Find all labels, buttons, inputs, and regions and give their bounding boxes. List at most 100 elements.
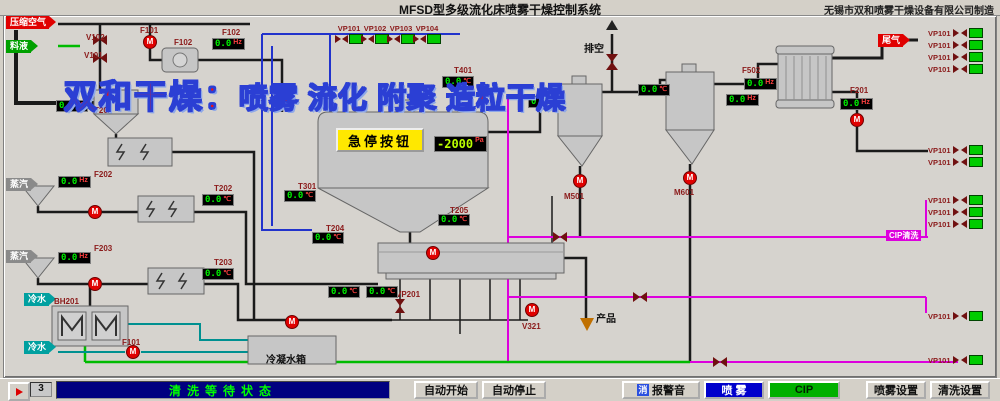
valve-icon <box>387 35 393 43</box>
valve-VP101[interactable]: VP101 <box>928 195 983 205</box>
value-display: 0.0℃ <box>202 268 235 280</box>
mute-alarm-button[interactable]: 消报警音 <box>622 381 700 399</box>
equipment-tag: F101 <box>140 26 159 35</box>
equipment-tag: M601 <box>674 188 695 197</box>
valve-icon <box>960 356 967 364</box>
cip-button[interactable]: CIP <box>768 381 840 399</box>
valve-icon <box>952 220 959 228</box>
pump-motor[interactable]: M <box>126 345 140 359</box>
value-display: 0.0℃ <box>638 84 671 96</box>
pump-motor[interactable]: M <box>143 35 157 49</box>
auto-start-button[interactable]: 自动开始 <box>414 381 478 399</box>
valve-icon <box>952 53 959 61</box>
valve-state-indicator <box>968 40 983 50</box>
equipment-tag: F502 <box>742 66 761 75</box>
valve-VP101[interactable]: VP101 <box>928 52 983 62</box>
valve-VP101[interactable]: VP101 <box>928 311 983 321</box>
emergency-stop-button[interactable]: 急停按钮 <box>336 128 424 152</box>
pump-motor[interactable]: M <box>88 277 102 291</box>
material-flag: 冷水 <box>24 341 57 354</box>
alarm-flag-icon <box>15 387 23 396</box>
equipment-tag: V321 <box>522 322 541 331</box>
valve-VP101[interactable]: VP101 <box>928 207 983 217</box>
material-flag: 料液 <box>6 40 39 53</box>
valve-icon <box>394 35 400 43</box>
auto-stop-button[interactable]: 自动停止 <box>482 381 546 399</box>
heater-1 <box>107 137 173 167</box>
valve-VP101[interactable]: VP101 <box>928 28 983 38</box>
valve-VP101[interactable]: VP101 <box>928 40 983 50</box>
valve-icon <box>960 158 967 166</box>
valve-state-indicator <box>968 64 983 74</box>
value-display: 0.0℃ <box>284 190 317 202</box>
value-display: 0.0℃ <box>312 232 345 244</box>
alarm-indicator-button[interactable] <box>8 382 30 401</box>
equipment-tag: BH201 <box>54 297 79 306</box>
equipment-tag: F203 <box>94 244 113 253</box>
equipment-tag: VP201 <box>396 290 421 299</box>
equipment-tag: T204 <box>326 224 345 233</box>
valve-icon <box>952 29 959 37</box>
pump-motor[interactable]: M <box>525 303 539 317</box>
valve-VP101[interactable]: VP101 <box>928 219 983 229</box>
material-flag: 冷水 <box>24 293 57 306</box>
equipment-tag: M501 <box>564 192 585 201</box>
pump-motor[interactable]: M <box>285 315 299 329</box>
valve-VP104[interactable]: VP104 <box>412 24 442 44</box>
spray-settings-button[interactable]: 喷雾设置 <box>866 381 926 399</box>
pump-motor[interactable]: M <box>88 205 102 219</box>
material-flag: 蒸汽 <box>6 178 39 191</box>
valve-icon <box>952 158 959 166</box>
diagram-label: CIP清洗 <box>886 230 922 241</box>
equipment-tag: F202 <box>94 170 113 179</box>
status-bar: 清洗等待状态 <box>56 381 390 399</box>
pump-motor[interactable]: M <box>573 174 587 188</box>
valve-icon <box>342 35 348 43</box>
valve-icon <box>960 220 967 228</box>
pump-motor[interactable]: M <box>683 171 697 185</box>
cyclone-1 <box>556 75 603 167</box>
pump-motor[interactable]: M <box>850 113 864 127</box>
diagram-label: 冷凝水箱 <box>266 355 306 366</box>
spray-button[interactable]: 喷 雾 <box>704 381 764 399</box>
valve-state-indicator <box>968 52 983 62</box>
valve-icon <box>335 35 341 43</box>
valve-icon <box>952 65 959 73</box>
valve-icon <box>952 208 959 216</box>
diagram-label: 产品 <box>596 314 616 325</box>
value-display: 0.0℃ <box>528 96 561 108</box>
value-display: 0.0℃ <box>438 214 471 226</box>
equipment-tag: T205 <box>450 206 469 215</box>
equipment-tag: V101 <box>84 51 103 60</box>
blower-F102 <box>161 47 199 73</box>
pump-motor[interactable]: M <box>426 246 440 260</box>
valve-VP101[interactable]: VP101 <box>928 157 983 167</box>
valve-icon <box>952 312 959 320</box>
valve-icon <box>368 35 374 43</box>
valve-icon <box>413 35 419 43</box>
equipment-tag: T203 <box>214 258 233 267</box>
valve-icon <box>960 312 967 320</box>
value-display: 0.0℃ <box>328 286 361 298</box>
fan-unit-BH201 <box>51 305 129 347</box>
valve-VP101[interactable]: VP101 <box>928 64 983 74</box>
equipment-tag: T202 <box>214 184 233 193</box>
equipment-tag: F101 <box>122 338 141 347</box>
equipment-tag: T301 <box>298 182 317 191</box>
clean-settings-button[interactable]: 清洗设置 <box>930 381 990 399</box>
equipment-tag: V102 <box>86 33 105 42</box>
valve-state-indicator <box>968 195 983 205</box>
valve-VP101[interactable]: VP101 <box>928 145 983 155</box>
valve-VP101[interactable]: VP101 <box>928 355 983 365</box>
material-flag: 压缩空气 <box>6 16 57 29</box>
valve-icon <box>952 41 959 49</box>
condenser <box>775 45 835 109</box>
valve-state-indicator <box>968 145 983 155</box>
